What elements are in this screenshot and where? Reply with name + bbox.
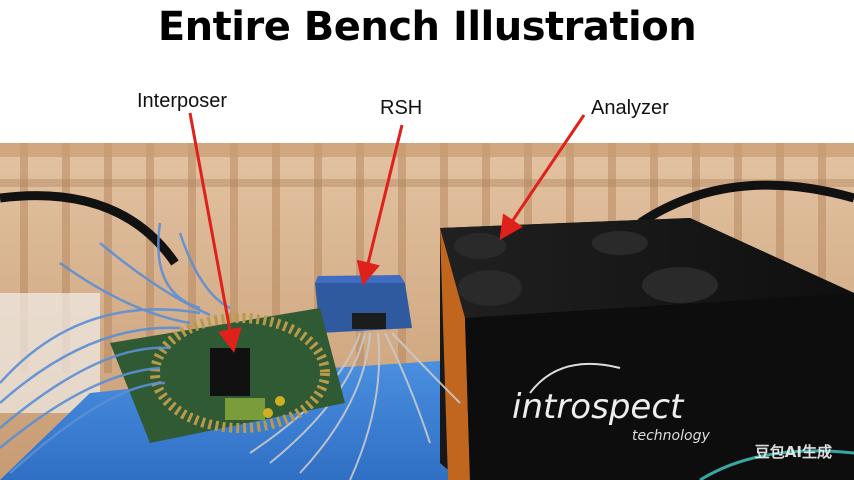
analyzer-label: Analyzer (591, 97, 669, 119)
analyzer-box: introspect technology (440, 218, 854, 480)
analyzer-subtitle-text: technology (632, 428, 710, 444)
interposer-arrow (188, 112, 242, 353)
interposer-board (110, 308, 345, 443)
bench-photo: introspect technology (0, 143, 854, 480)
rsh-arrow (356, 124, 404, 286)
teal-cable (699, 449, 854, 480)
rsh-label: RSH (380, 97, 423, 119)
rail-left (0, 191, 179, 266)
watermark: 豆包AI生成 (754, 443, 832, 461)
rail-right (637, 180, 854, 227)
page-title: Entire Bench Illustration (157, 4, 697, 50)
analyzer-arrow (499, 114, 586, 240)
analyzer-brand-text: introspect (512, 387, 685, 427)
interposer-label: Interposer (137, 90, 228, 112)
